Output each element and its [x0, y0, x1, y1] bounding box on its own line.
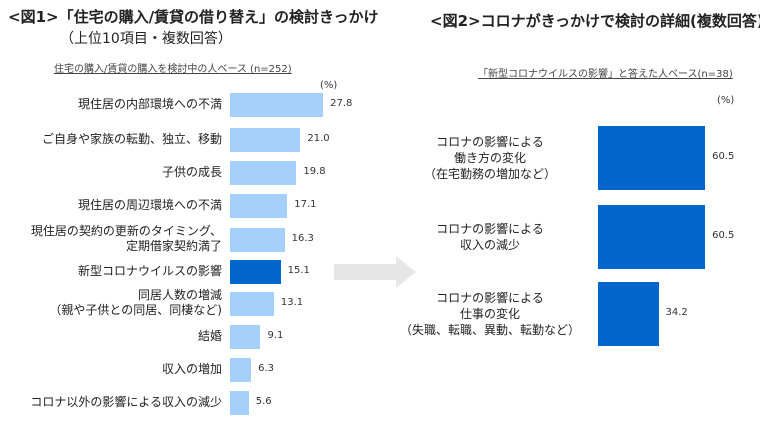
chart1-value-label: 19.8 [303, 166, 326, 177]
chart2-base-note: 「新型コロナウイルスの影響」と答えた人ベース(n=38) [478, 69, 733, 80]
chart1-category-label: 現住居の内部環境への不満 [77, 96, 222, 111]
chart1-bar [230, 194, 288, 218]
arrow-right-icon [334, 256, 416, 288]
chart2-bar [598, 126, 706, 190]
chart1-value-label: 27.8 [330, 98, 353, 109]
chart1-bar [230, 228, 285, 252]
chart1-category-label: 現住居の契約の更新のタイミング、定期借家契約満了 [30, 224, 222, 253]
chart1-value-label: 16.3 [291, 233, 314, 244]
chart1-category-label: 現住居の周辺環境への不満 [77, 197, 222, 212]
chart1-value-label: 13.1 [280, 297, 304, 308]
chart1-bar [230, 128, 301, 152]
chart2-value-label: 60.5 [712, 230, 735, 241]
chart1-bar [230, 358, 252, 382]
chart1-category-label: コロナ以外の影響による収入の減少 [30, 394, 222, 409]
chart2-category-label: コロナの影響による働き方の変化（在宅勤務の増加など） [423, 135, 556, 181]
chart1-title: <図1>「住宅の購入/賃貸の借り替え」の検討きっかけ [8, 8, 379, 26]
chart2-title: <図2>コロナがきっかけで検討の詳細(複数回答) [430, 12, 760, 30]
chart2-value-label: 60.5 [712, 151, 735, 162]
chart1-value-label: 6.3 [258, 363, 274, 374]
chart1-category-label: 同居人数の増減（親や子供との同居、同棲など) [49, 288, 222, 317]
chart1-value-label: 17.1 [294, 199, 317, 210]
chart2-category-label: コロナの影響による収入の減少 [436, 222, 544, 252]
chart1-value-label: 5.6 [255, 396, 272, 407]
chart2-bar [598, 205, 706, 269]
chart1-bar [230, 260, 281, 284]
chart1-value-label: 15.1 [287, 265, 310, 276]
chart1-bar [230, 161, 297, 185]
chart1-value-label: 9.1 [267, 330, 284, 341]
chart2-unit: (%) [717, 95, 735, 106]
chart1-bar [230, 93, 324, 117]
chart1-base-note: 住宅の購入/賃貸の購入を検討中の人ベース (n=252) [54, 64, 292, 75]
chart1-category-label: ご自身や家族の転勤、独立、移動 [41, 131, 222, 146]
chart1-value-label: 21.0 [307, 133, 330, 144]
chart1-category-label: 子供の成長 [161, 164, 222, 179]
chart1-category-label: 新型コロナウイルスの影響 [77, 263, 222, 278]
chart2-bar [598, 282, 659, 346]
chart1-bar [230, 292, 274, 316]
chart2-category-label: コロナの影響による仕事の変化（失職、転職、異動、転勤など） [399, 291, 580, 337]
chart1-category-label: 収入の増加 [161, 361, 222, 376]
chart1-subtitle: （上位10項目・複数回答） [60, 31, 232, 47]
chart1-bar [230, 325, 261, 349]
chart2-value-label: 34.2 [665, 307, 688, 318]
chart1-unit: (%) [320, 80, 338, 91]
chart1-category-label: 結婚 [197, 328, 222, 343]
chart1-bar [230, 391, 249, 415]
